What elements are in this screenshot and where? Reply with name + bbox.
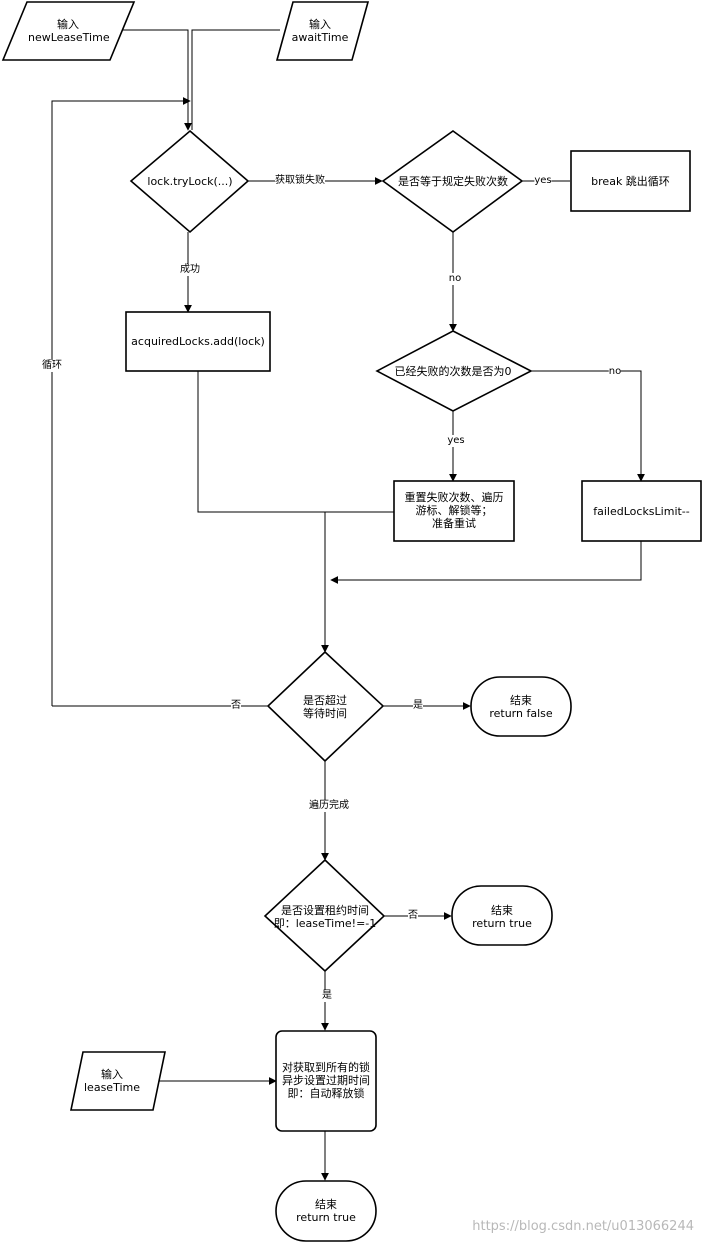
input-awaittime-shape bbox=[275, 1, 370, 61]
edge-newlease-to-trylock bbox=[110, 29, 192, 131]
end-true2-box bbox=[275, 1180, 377, 1242]
acquired-add-label: acquiredLocks.add(lock) bbox=[131, 335, 265, 348]
equal-diamond bbox=[381, 130, 524, 233]
edge-add-to-merge bbox=[197, 371, 394, 513]
failed-zero-label: 已经失败的次数是否为0 bbox=[394, 365, 512, 378]
over-diamond bbox=[266, 650, 385, 763]
break-loop-label: break 跳出循环 bbox=[591, 175, 670, 188]
failed-limit-label: failedLocksLimit-- bbox=[593, 505, 690, 518]
equal-fail-count-label: 是否等于规定失败次数 bbox=[398, 175, 508, 188]
edge-label-yes-over: 是 bbox=[413, 700, 423, 712]
edge-label-traversal-done: 遍历完成 bbox=[309, 800, 349, 812]
reset-retry-label: 重置失败次数、遍历游标、解锁等；准备重试 bbox=[404, 491, 504, 530]
edge-label-loop: 循环 bbox=[42, 360, 62, 372]
connectors bbox=[51, 29, 645, 1181]
break-box bbox=[570, 150, 691, 212]
edge-limit-to-merge bbox=[330, 541, 642, 584]
edge-label-acquire-fail: 获取锁失败 bbox=[275, 175, 325, 187]
input-leasetime-shape bbox=[70, 1051, 166, 1111]
acquired-box bbox=[125, 311, 271, 372]
over-wait-time-label: 是否超过等待时间 bbox=[303, 694, 347, 720]
trylock-label: lock.tryLock(...) bbox=[147, 175, 233, 188]
async-box bbox=[275, 1030, 377, 1132]
edge-zero-to-limit bbox=[531, 370, 645, 482]
edge-label-no-lease: 否 bbox=[408, 910, 418, 922]
end-true1-box bbox=[451, 885, 553, 946]
zero-diamond bbox=[375, 330, 533, 412]
edge-awaittime-to-trylock bbox=[191, 29, 280, 130]
edge-loop-back bbox=[51, 97, 191, 706]
trylock-diamond bbox=[129, 129, 250, 234]
edge-label-yes-break: yes bbox=[534, 175, 552, 187]
input-newleasetime-shape bbox=[1, 1, 136, 61]
edge-label-yes-zero: yes bbox=[447, 435, 465, 447]
watermark: https://blog.csdn.net/u013066244 bbox=[472, 1219, 694, 1234]
async-expire-label: 对获取到所有的锁异步设置过期时间即：自动释放锁 bbox=[282, 1061, 370, 1100]
edge-label-success: 成功 bbox=[180, 264, 200, 276]
limit-box bbox=[581, 480, 702, 542]
edge-label-no-over: 否 bbox=[231, 700, 241, 712]
edge-label-no-zero: no bbox=[608, 366, 622, 378]
lease-time-set-label: 是否设置租约时间即：leaseTime!=-1 bbox=[273, 904, 377, 930]
lease-diamond bbox=[263, 858, 386, 973]
reset-box bbox=[393, 480, 515, 542]
edge-label-no-equal: no bbox=[448, 273, 462, 285]
edge-label-yes-lease: 是 bbox=[322, 990, 332, 1002]
end-false-box bbox=[470, 676, 572, 737]
